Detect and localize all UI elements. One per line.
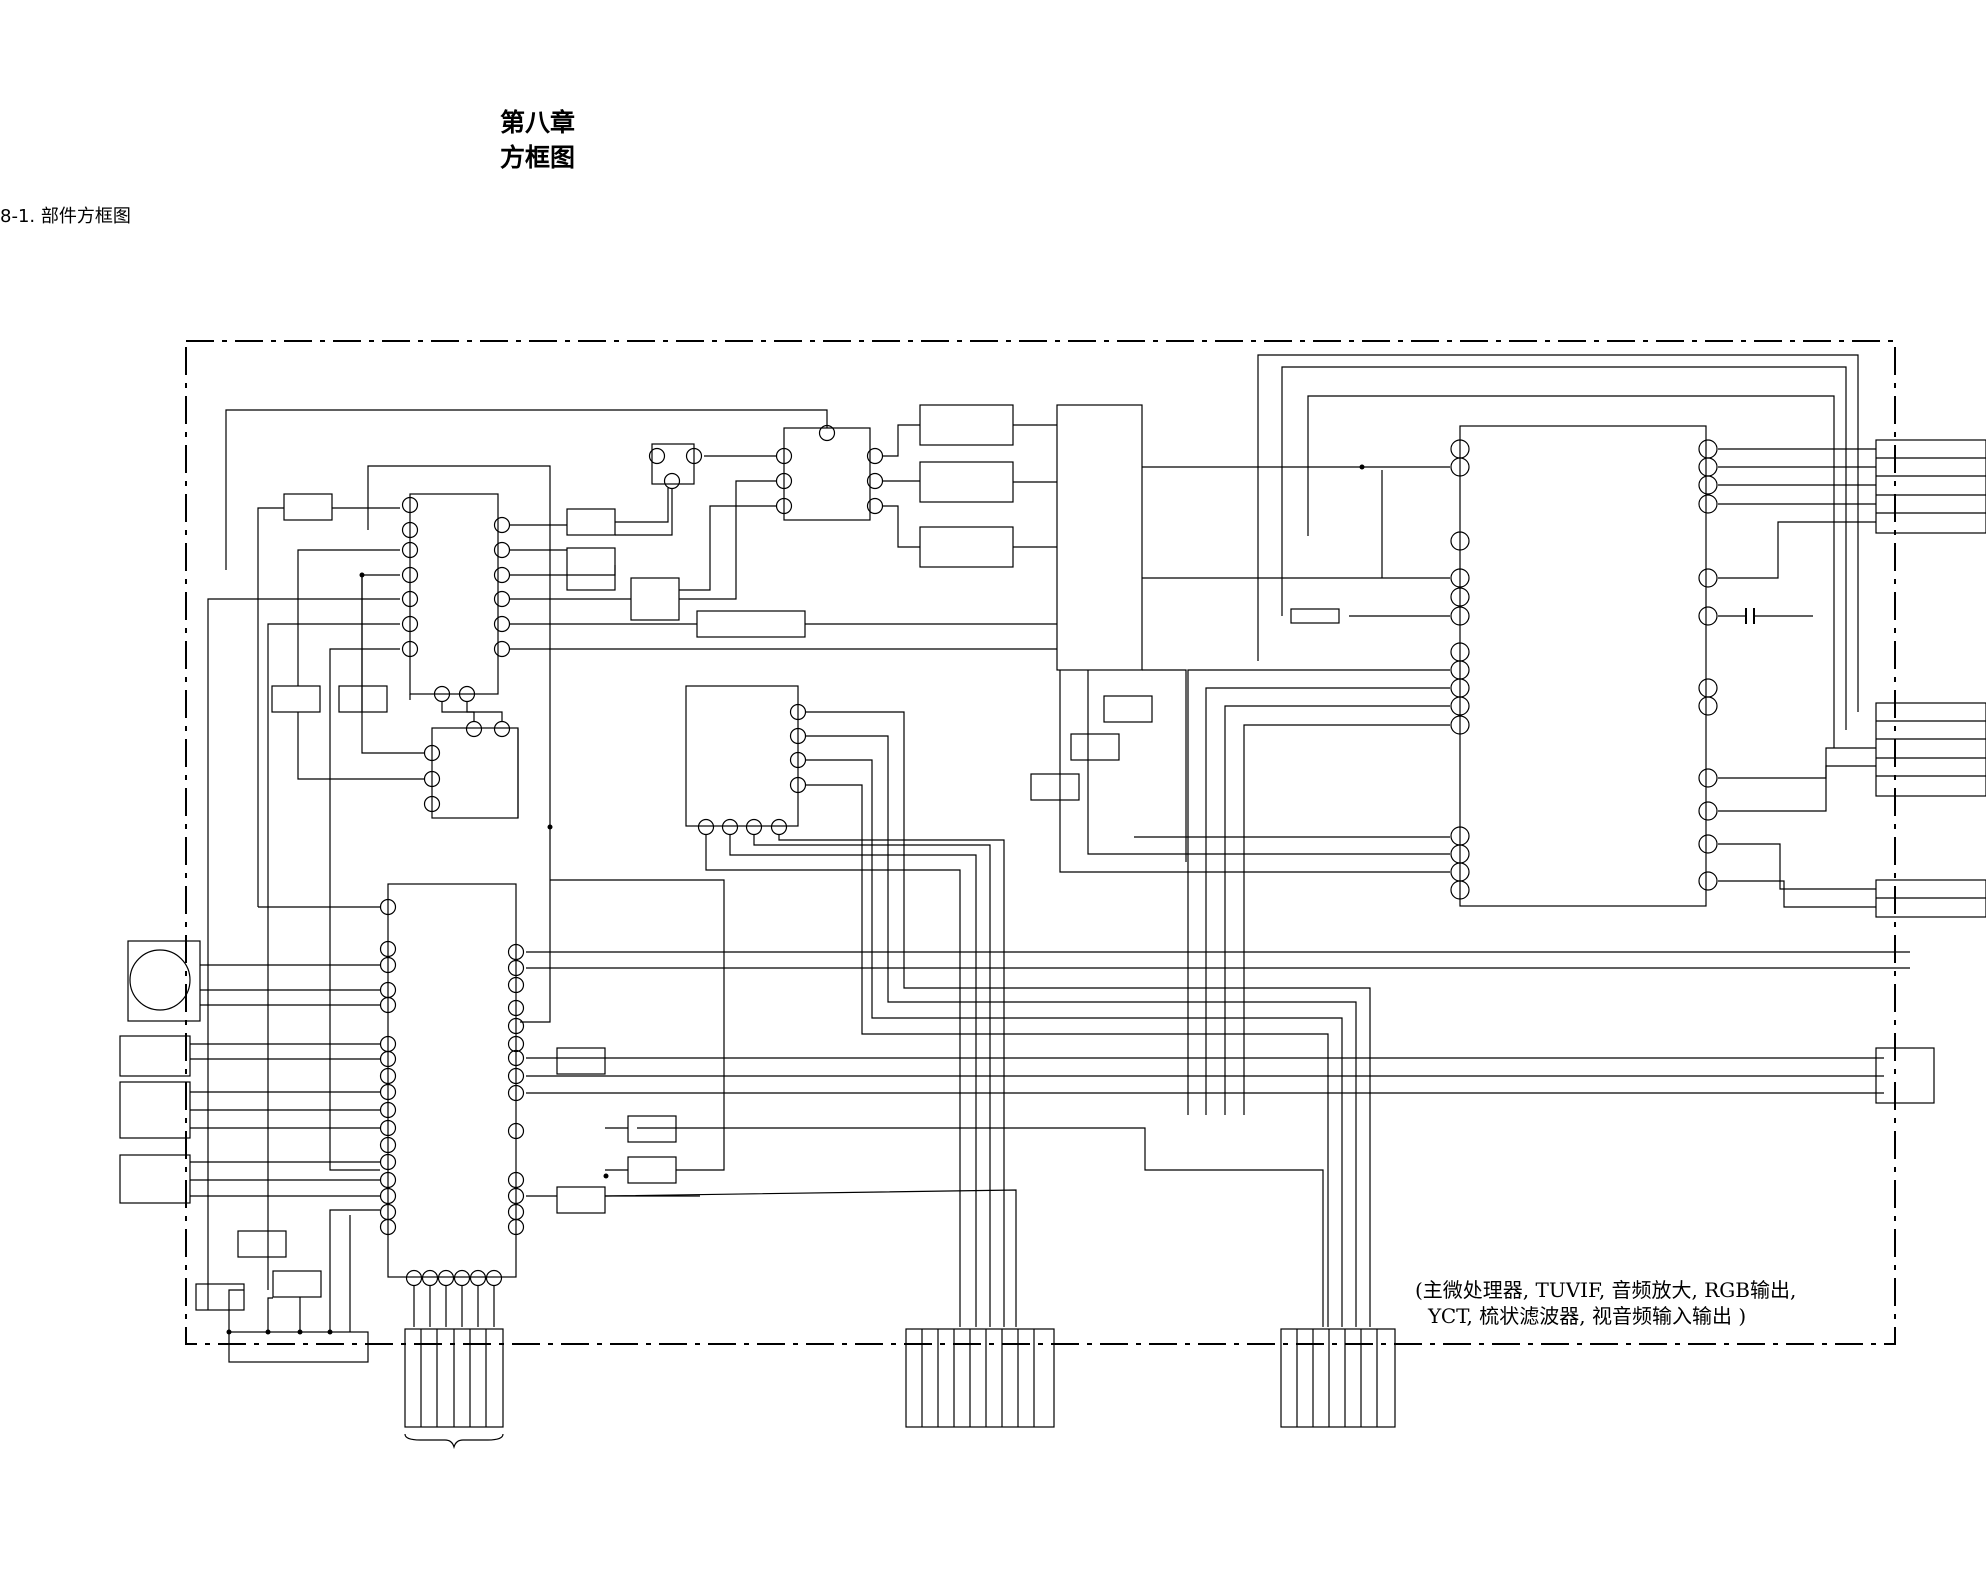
box-n <box>556 1186 606 1214</box>
power-connector <box>228 1331 369 1363</box>
chapter-title: 方框图 <box>500 143 576 172</box>
av-io-block <box>387 883 517 1278</box>
box-j <box>1030 773 1080 801</box>
comb-filter-block <box>685 685 799 827</box>
box-g <box>338 685 388 713</box>
diagram-caption-line2: YCT, 梳状滤波器, 视音频输入输出 ) <box>1428 1304 1747 1328</box>
box-h <box>1103 695 1153 723</box>
feedback-wire <box>225 409 828 570</box>
box-e <box>696 610 806 638</box>
connector-bottom-mid <box>905 1328 1055 1428</box>
box-c <box>566 547 616 591</box>
resistor <box>1290 608 1340 624</box>
av-jack-3 <box>119 1154 191 1204</box>
switch-ic <box>783 427 871 521</box>
small-ic <box>651 443 695 485</box>
yc-ic-pins-right <box>1698 439 1718 891</box>
section-title: 8-1. 部件方框图 <box>0 206 131 227</box>
rgb-ic-block <box>1056 404 1143 671</box>
box-f <box>271 685 321 713</box>
yc-ic-block <box>1459 425 1707 907</box>
diagram-caption-line1: (主微处理器, TUVIF, 音频放大, RGB输出, <box>1415 1278 1797 1302</box>
chapter-number: 第八章 <box>500 108 576 137</box>
connector-av-right <box>1875 1047 1935 1104</box>
box-l <box>627 1115 677 1143</box>
box-m <box>627 1156 677 1184</box>
sub-ic-block <box>431 727 519 819</box>
main-ic-pins-left <box>401 496 419 658</box>
amp-box-1 <box>919 404 1014 446</box>
connector-mid-right <box>1875 702 1986 797</box>
connector-top-right <box>1875 439 1986 534</box>
connector-bottom-right <box>1280 1328 1396 1428</box>
s-video-jack <box>127 940 201 1022</box>
box-i <box>1070 733 1120 761</box>
box-q <box>195 1283 245 1311</box>
box-a <box>283 493 333 521</box>
av-jack-2 <box>119 1081 191 1139</box>
box-p <box>272 1270 322 1298</box>
main-ic-block <box>409 493 499 695</box>
av-io-pins-bottom <box>405 1269 503 1287</box>
amp-box-3 <box>919 526 1014 568</box>
yc-ic-pins-left <box>1450 439 1470 900</box>
box-d <box>630 577 680 621</box>
av-io-pins-right <box>507 943 525 1236</box>
board-outline <box>185 340 1896 1345</box>
main-ic-pins-right <box>493 516 511 658</box>
box-o <box>237 1230 287 1258</box>
box-k <box>556 1047 606 1075</box>
box-b <box>566 508 616 536</box>
amp-box-2 <box>919 461 1014 503</box>
av-jack-1 <box>119 1035 191 1077</box>
av-io-pins-left <box>379 898 397 1236</box>
